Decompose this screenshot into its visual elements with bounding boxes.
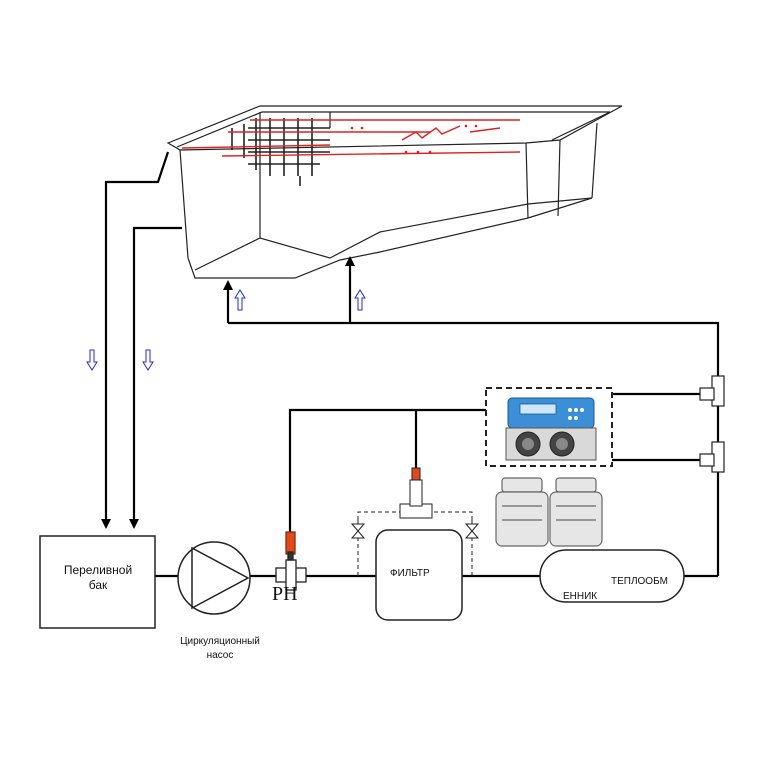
flow-arrows [86, 289, 366, 371]
chemical-canister [549, 477, 603, 547]
overflow-pipe-1 [101, 151, 170, 529]
pool-ladder [231, 118, 330, 186]
flow-up-icon [234, 289, 246, 311]
circulation-pump [177, 541, 251, 615]
heat-exchanger-label-part2: ЕННИК [563, 591, 598, 602]
ph-probe-icon [285, 531, 296, 555]
pipes [101, 151, 720, 578]
flow-up-icon [354, 289, 366, 311]
dosing-pump-icon [549, 431, 575, 457]
return-main-pipe [228, 321, 720, 576]
heat-exchanger-label-part1: ТЕПЛООБМ [611, 576, 668, 587]
injection-fittings [699, 375, 725, 473]
pool-red-lines [181, 119, 521, 157]
heat-exchanger [539, 549, 685, 603]
valves [350, 520, 480, 539]
overflow-tank-label: Переливной бак [40, 563, 156, 593]
pool-floor [187, 217, 529, 279]
pump-label-line1: Циркуляционный [180, 636, 260, 647]
valve-icon [350, 523, 366, 539]
tank-label-line1: Переливной [63, 563, 133, 577]
dosing-controller [505, 397, 597, 461]
flow-down-icon [142, 349, 154, 371]
controller-feed-pipe [288, 408, 486, 535]
controller-display [519, 403, 557, 415]
overflow-tank [39, 535, 156, 629]
filter [375, 529, 463, 621]
pump-label: Циркуляционный насос [160, 635, 280, 663]
dosing-pump-icon [515, 431, 541, 457]
flow-down-icon [86, 349, 98, 371]
pool [166, 105, 623, 279]
pump-triangle-icon [191, 546, 250, 610]
dosing-station-frame [485, 387, 613, 467]
ph-sensor [275, 531, 307, 591]
tank-label-line2: бак [88, 578, 108, 592]
filter-bypass [357, 467, 473, 576]
pool-red-dots [350, 124, 478, 154]
filter-label: ФИЛЬТР [390, 568, 430, 579]
pump-label-line2: насос [206, 650, 234, 661]
overflow-pipe-2 [129, 226, 182, 529]
chemical-canister [495, 477, 549, 547]
ph-label: PH [272, 583, 298, 605]
valve-icon [464, 523, 480, 539]
